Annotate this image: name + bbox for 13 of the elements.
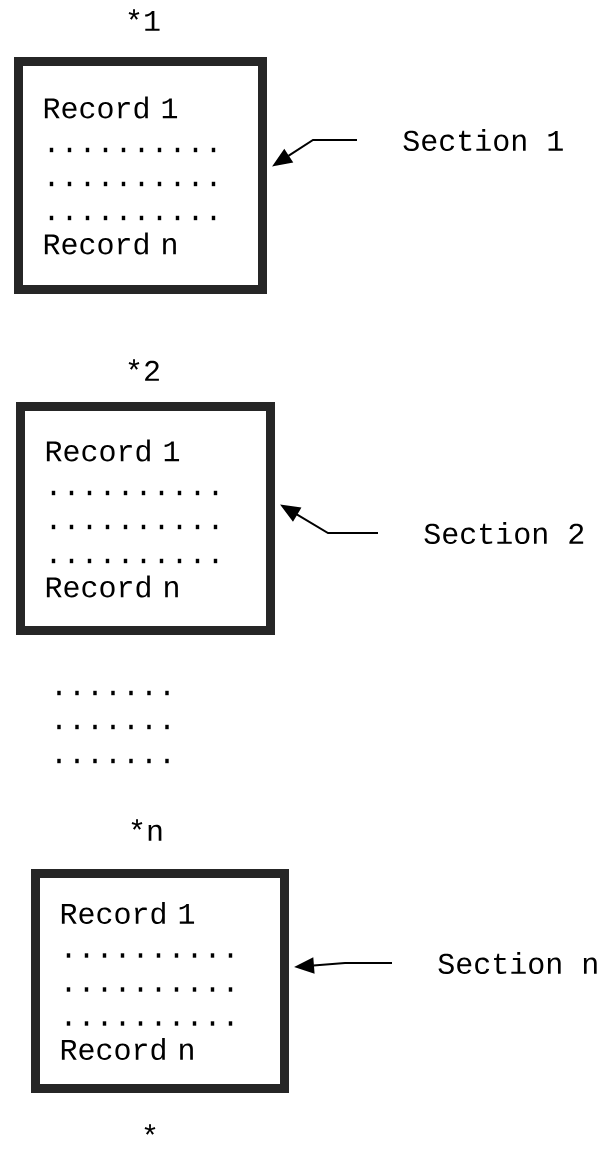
label: *2	[128, 359, 159, 381]
label: *1	[128, 9, 160, 31]
record-box: Record 1 .......... .......... .......... Record n	[14, 57, 267, 294]
label: *n	[131, 819, 162, 841]
label: *	[144, 1124, 156, 1135]
section-label: Section 2	[424, 522, 584, 544]
section-label: Section n	[438, 952, 597, 974]
section-label: Section 1	[403, 128, 563, 151]
label: .......	[57, 758, 169, 764]
record-box: Record 1 .......... .......... .......... Record n	[31, 869, 289, 1093]
record-box: Record 1 .......... .......... .......... Record n	[16, 402, 275, 635]
label: .......	[57, 724, 169, 730]
label: .......	[57, 690, 169, 696]
